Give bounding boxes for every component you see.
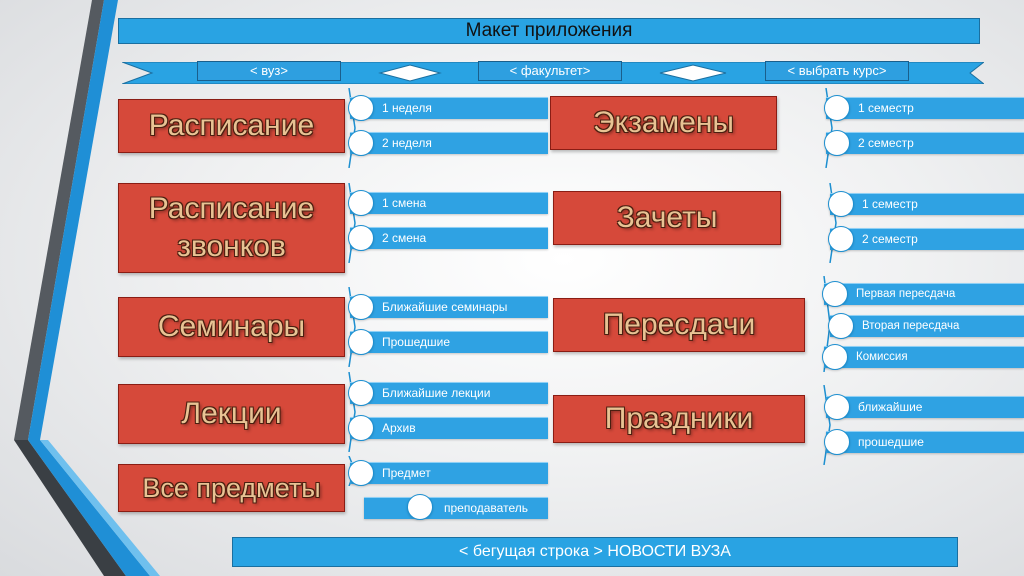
left-decoration-stripes [14,0,160,576]
seminars-past-item[interactable]: Прошедшие [350,331,548,353]
news-ticker[interactable]: < бегущая строка > НОВОСТИ ВУЗА [232,537,958,567]
course-selector[interactable]: < выбрать курс> [765,61,909,81]
exams-semester2-bullet-icon [824,130,850,156]
bells-shift2-item[interactable]: 2 смена [350,227,548,249]
seminars-label: Семинары [157,310,306,343]
retakes-first-item[interactable]: Первая пересдача [824,283,1024,305]
retakes-label: Пересдачи [602,308,756,341]
subjects-teacher-bullet-icon [407,494,433,520]
holidays-button[interactable]: Праздники [553,395,805,443]
bells-shift1-bullet-icon [348,190,374,216]
all-subjects-label: Все предметы [142,473,321,503]
credits-semester1-item[interactable]: 1 семестр [830,193,1024,215]
schedule-week1-bullet-icon [348,95,374,121]
exams-button[interactable]: Экзамены [550,96,777,150]
exams-semester2-item[interactable]: 2 семестр [826,132,1024,154]
credits-semester2-bullet-icon [828,226,854,252]
exams-semester1-bullet-icon [824,95,850,121]
schedule-week2-item[interactable]: 2 неделя [350,132,548,154]
page-title: Макет приложения [465,20,633,41]
credits-semester2-item[interactable]: 2 семестр [830,228,1024,250]
seminars-past-bullet-icon [348,329,374,355]
holidays-past-bullet-icon [824,429,850,455]
seminars-button[interactable]: Семинары [118,297,345,357]
credits-button[interactable]: Зачеты [553,191,781,245]
retakes-button[interactable]: Пересдачи [553,298,805,352]
holidays-upcoming-item[interactable]: ближайшие [826,396,1024,418]
bells-label-line1: Расписание [148,192,315,225]
lectures-button[interactable]: Лекции [118,384,345,444]
holidays-label: Праздники [604,402,754,435]
news-ticker-text: < бегущая строка > НОВОСТИ ВУЗА [459,543,731,560]
subjects-teacher-item[interactable]: преподаватель [364,497,548,519]
all-subjects-button[interactable]: Все предметы [118,464,345,512]
lectures-archive-item[interactable]: Архив [350,417,548,439]
credits-label: Зачеты [616,201,718,234]
subjects-subject-item[interactable]: Предмет [350,462,548,484]
seminars-upcoming-item[interactable]: Ближайшие семинары [350,296,548,318]
holidays-upcoming-bullet-icon [824,394,850,420]
holidays-past-item[interactable]: прошедшие [826,431,1024,453]
bells-shift1-item[interactable]: 1 смена [350,192,548,214]
retakes-commission-bullet-icon [822,344,848,370]
bells-label-line2: звонков [177,230,286,263]
credits-semester1-bullet-icon [828,191,854,217]
lectures-upcoming-bullet-icon [348,380,374,406]
retakes-commission-item[interactable]: Комиссия [824,346,1024,368]
lectures-archive-bullet-icon [348,415,374,441]
retakes-second-bullet-icon [828,313,854,339]
schedule-button[interactable]: Расписание [118,99,345,153]
schedule-week1-item[interactable]: 1 неделя [350,97,548,119]
app-title-bar: Макет приложения [118,18,980,44]
schedule-week2-bullet-icon [348,130,374,156]
schedule-label: Расписание [148,109,315,142]
lectures-label: Лекции [181,397,282,430]
university-selector[interactable]: < вуз> [197,61,341,81]
subjects-subject-bullet-icon [348,460,374,486]
lectures-upcoming-item[interactable]: Ближайшие лекции [350,382,548,404]
bells-shift2-bullet-icon [348,225,374,251]
seminars-upcoming-bullet-icon [348,294,374,320]
exams-semester1-item[interactable]: 1 семестр [826,97,1024,119]
faculty-selector[interactable]: < факультет> [478,61,622,81]
exams-label: Экзамены [593,106,734,139]
retakes-first-bullet-icon [822,281,848,307]
retakes-second-item[interactable]: Вторая пересдача [830,315,1024,337]
bells-schedule-button[interactable]: Расписание звонков [118,183,345,273]
